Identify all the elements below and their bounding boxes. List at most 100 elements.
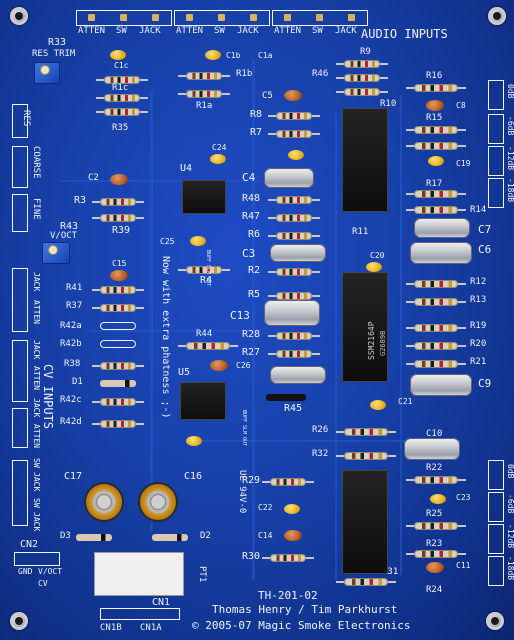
ref-label: R30 (242, 551, 261, 562)
capacitor (205, 50, 221, 60)
ref-label: D3 (60, 531, 71, 541)
ref-label: R4 (200, 275, 213, 286)
resistor (268, 232, 320, 240)
ref-label: C16 (184, 471, 203, 482)
ref-label: U5 (178, 367, 191, 378)
header-label: SW (116, 26, 127, 36)
ref-label: R47 (242, 211, 261, 222)
resistor (406, 522, 466, 530)
resistor (92, 286, 144, 294)
diode (100, 380, 136, 387)
resistor (92, 214, 144, 222)
audio-inputs-label: AUDIO INPUTS (361, 27, 448, 41)
ref-label: R42d (60, 417, 82, 427)
resistor (336, 578, 396, 586)
db-label: -12dB (506, 524, 514, 549)
ref-label: C6 (478, 243, 492, 256)
coarse-label: COARSE (31, 146, 41, 179)
db-label: -6dB (506, 116, 514, 136)
resistor (92, 398, 144, 406)
ref-label: R25 (426, 509, 443, 519)
cn2-label: GND (18, 567, 33, 576)
ref-label: R19 (470, 321, 487, 331)
ref-label: R32 (312, 449, 329, 459)
ref-label: C21 (398, 397, 413, 406)
resistor (406, 84, 466, 92)
capacitor (186, 436, 202, 446)
voct-label: V/OCT (50, 231, 78, 241)
ref-label: R27 (242, 347, 261, 358)
db-label: 0dB (506, 464, 514, 479)
ref-label: C1b (226, 51, 241, 60)
fine-label: FINE (31, 198, 41, 220)
resistor (336, 428, 396, 436)
small-text: BUFF SLM OUT (205, 250, 211, 287)
header-label: SW (312, 26, 323, 36)
electrolytic-capacitor (86, 484, 122, 520)
capacitor (284, 504, 300, 514)
db-header (488, 114, 504, 144)
resistor (336, 88, 388, 96)
resistor (268, 332, 320, 340)
trace (252, 60, 255, 580)
ref-label: CN1 (152, 597, 171, 608)
trace (150, 90, 153, 530)
header-label: JACK (335, 26, 357, 36)
db-header (488, 492, 504, 522)
ref-label: C9 (478, 377, 492, 390)
cn2-label: V/OCT (38, 567, 63, 576)
diode (76, 534, 112, 541)
resistor (96, 108, 148, 116)
ref-label: C19 (456, 159, 471, 168)
header-label: SW (214, 26, 225, 36)
cv-label: JACK (32, 272, 41, 292)
resistor (178, 72, 230, 80)
resistor (268, 196, 320, 204)
small-text: BUFF SLM OUT (241, 410, 247, 447)
ref-label: R35 (112, 123, 129, 133)
resistor (92, 198, 144, 206)
ref-label: R29 (242, 475, 261, 486)
resistor (406, 550, 466, 558)
cv-inputs-label: CV INPUTS (41, 364, 55, 430)
film-capacitor (270, 366, 326, 384)
note-text: Now with extra phatness ;-) (160, 256, 171, 419)
resistor (406, 190, 466, 198)
ref-label: R5 (248, 289, 261, 300)
cv-label: SW (32, 458, 41, 468)
ref-label: R43 (60, 221, 79, 232)
resistor (178, 342, 238, 350)
resistor (336, 452, 396, 460)
ref-label: R9 (360, 47, 371, 57)
ref-label: R17 (426, 179, 443, 189)
ref-label: R13 (470, 295, 487, 305)
ref-label: R15 (426, 113, 443, 123)
cv-label: JACK (32, 340, 41, 360)
chip-marking: G2689B (379, 330, 387, 356)
res-header (12, 104, 28, 138)
mounting-hole (10, 7, 28, 25)
resistor (262, 478, 314, 486)
film-capacitor (270, 244, 326, 262)
ref-label: R38 (64, 359, 81, 369)
ref-label: R16 (426, 71, 443, 81)
cv-label: SW (32, 498, 41, 508)
ref-label: R39 (112, 225, 131, 236)
ref-label: C2 (88, 173, 99, 183)
resistor (268, 130, 320, 138)
ref-label: C25 (160, 237, 175, 246)
copyright-label: © 2005-07 Magic Smoke Electronics (192, 619, 411, 632)
resistor (96, 76, 148, 84)
capacitor (284, 90, 302, 101)
film-capacitor (414, 218, 470, 238)
cv-label: JACK (32, 512, 41, 532)
ref-label: R28 (242, 329, 261, 340)
ref-label: R42a (60, 321, 82, 331)
header-label: JACK (139, 26, 161, 36)
resistor (406, 360, 466, 368)
mounting-hole (10, 612, 28, 630)
header-block (272, 10, 368, 26)
trace (90, 330, 250, 332)
diode (152, 534, 188, 541)
trace (60, 180, 260, 182)
